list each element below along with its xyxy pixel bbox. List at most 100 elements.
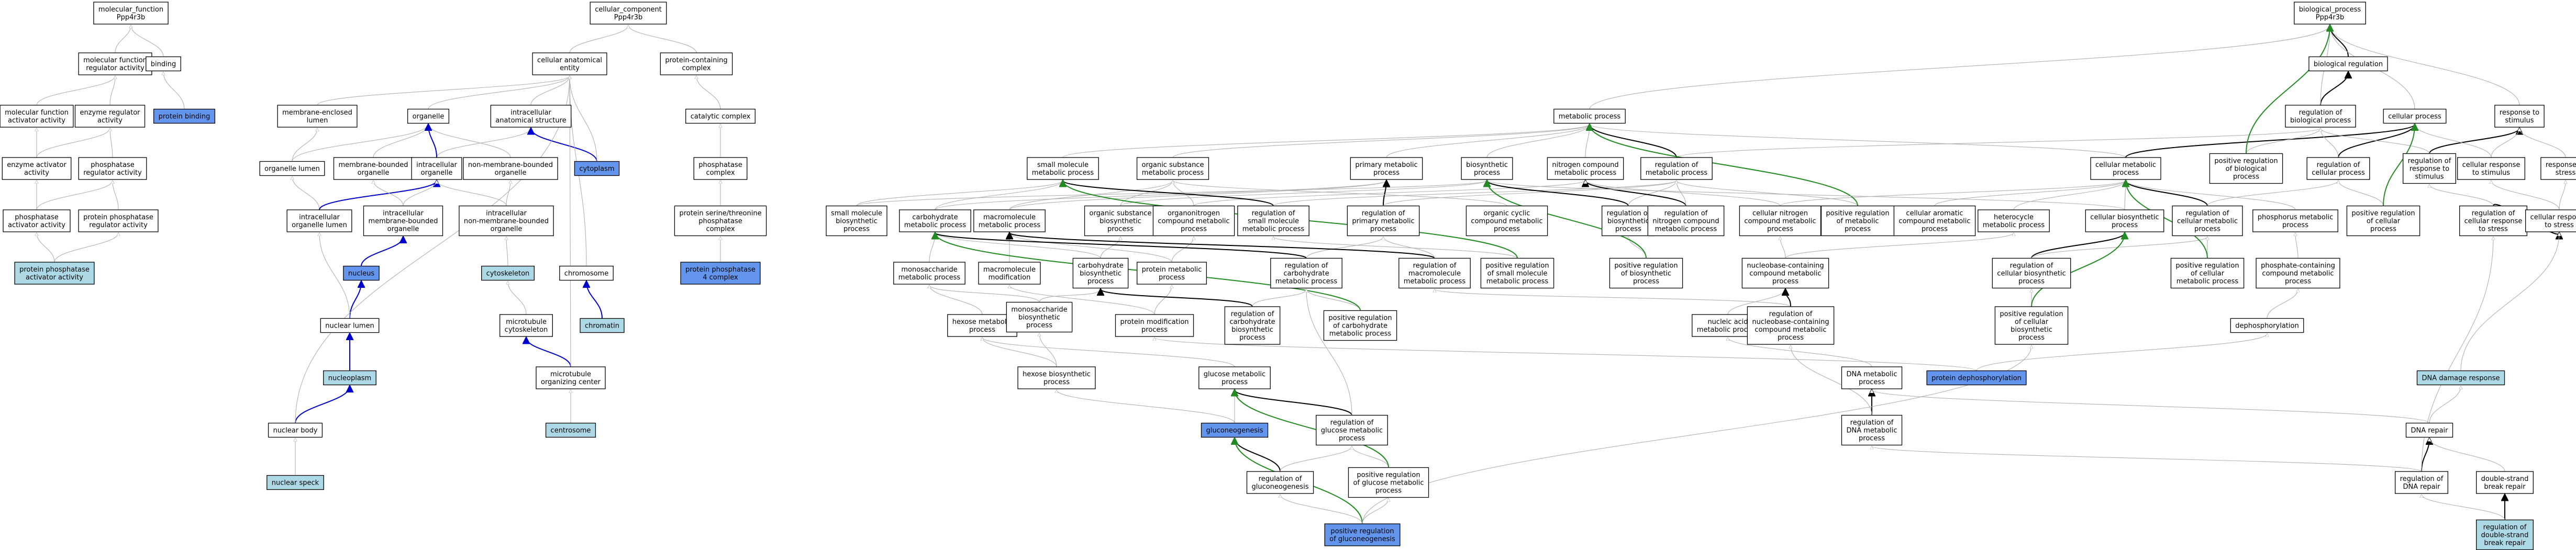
go-term-node-organelle[interactable]: organelle [407,108,450,124]
go-term-node-orglumen[interactable]: organelle lumen [259,161,325,176]
go-term-node-chromosome[interactable]: chromosome [559,265,614,281]
go-term-node-cellproc[interactable]: cellular process [2383,108,2447,124]
go-term-node-nucleus[interactable]: nucleus [343,265,380,281]
go-term-node-chromatin[interactable]: chromatin [580,318,625,333]
go-term-node-regnbcmp[interactable]: regulation ofnucleobase-containingcompou… [1747,306,1835,345]
go-term-node-regcarbbp[interactable]: regulation ofcarbohydratebiosyntheticpro… [1224,306,1281,345]
go-term-node-cytoplasm[interactable]: cytoplasm [574,161,620,176]
go-term-node-metproc[interactable]: metabolic process [1553,108,1626,124]
go-term-node-dnarepair[interactable]: DNA repair [2405,422,2453,438]
go-term-node-nucbody[interactable]: nuclear body [268,422,323,438]
go-term-node-dnadmg[interactable]: DNA damage response [2416,370,2505,386]
go-term-node-protdephos[interactable]: protein dephosphorylation [1926,370,2027,386]
go-term-node-nucspeck[interactable]: nuclear speck [267,475,324,490]
go-term-node-catcomp[interactable]: catalytic complex [685,108,756,124]
go-term-node-centrosome[interactable]: centrosome [545,422,596,438]
go-term-node-cytoskeleton[interactable]: cytoskeleton [481,265,535,281]
go-term-node-bioreg[interactable]: biological regulation [2308,56,2388,72]
go-term-node-inmbo[interactable]: intracellularnon-membrane-boundedorganel… [459,205,554,237]
go-term-node-protbind[interactable]: protein binding [153,108,216,124]
go-term-node-gluconeo[interactable]: gluconeogenesis [1201,422,1269,438]
go-term-node-binding[interactable]: binding [146,56,181,72]
